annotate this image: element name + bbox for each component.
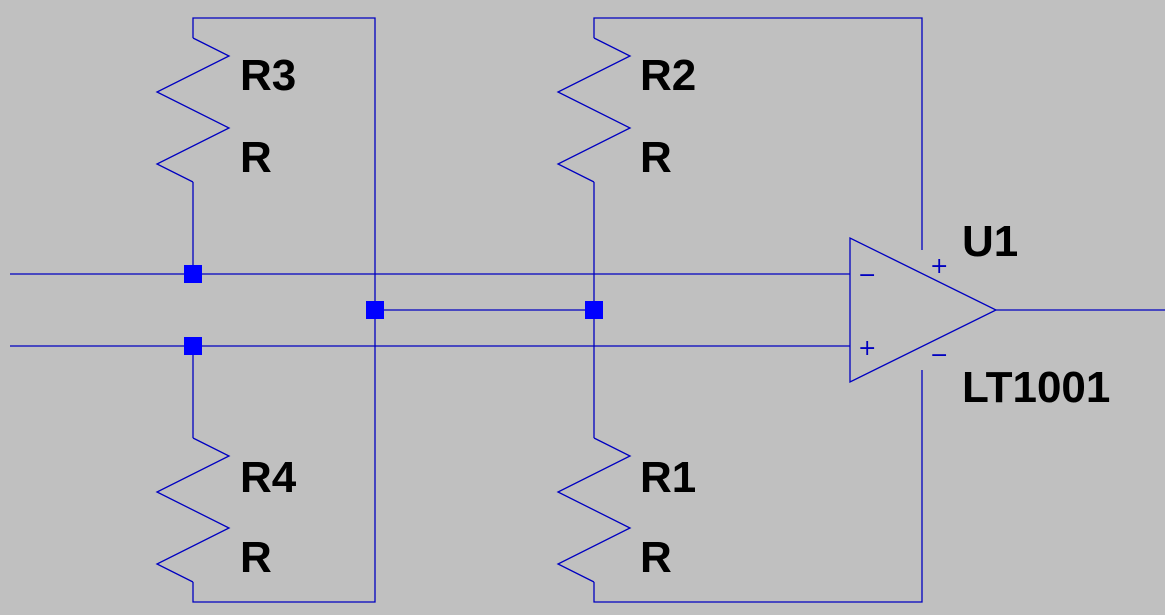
opamp-u1-triangle: [849, 236, 998, 384]
resistor-r4[interactable]: R4 R: [155, 437, 297, 583]
resistor-r3-value: R: [240, 133, 272, 182]
resistor-r2-ref: R2: [640, 51, 696, 100]
junction-right-common: [585, 301, 603, 319]
opamp-u1-supply-plus-mark: +: [930, 254, 948, 279]
opamp-u1-noninverting-mark: +: [858, 336, 876, 361]
opamp-u1[interactable]: − + + − U1 LT1001: [849, 217, 1110, 412]
resistor-r2[interactable]: R2 R: [556, 37, 696, 183]
resistor-r4-ref: R4: [240, 453, 297, 502]
opamp-u1-value: LT1001: [962, 363, 1110, 412]
junction-r4-noninverting: [184, 337, 202, 355]
resistor-r1-symbol: [556, 437, 632, 583]
junction-r3-inverting: [184, 265, 202, 283]
resistor-r3-symbol: [155, 37, 231, 183]
junction-left-common: [366, 301, 384, 319]
resistor-r2-value: R: [640, 133, 672, 182]
resistor-r4-value: R: [240, 533, 272, 582]
resistor-r1-value: R: [640, 533, 672, 582]
wire-r2-loop: [593, 17, 923, 250]
opamp-u1-inverting-mark: −: [858, 263, 876, 288]
resistor-r3-ref: R3: [240, 51, 296, 100]
junctions: [184, 265, 603, 355]
resistor-r4-symbol: [155, 437, 231, 583]
wire-r1-loop: [593, 370, 923, 603]
wire-r3-loop: [192, 17, 376, 603]
resistor-r1[interactable]: R1 R: [556, 437, 696, 583]
resistor-r1-ref: R1: [640, 453, 696, 502]
opamp-u1-ref: U1: [962, 217, 1018, 266]
opamp-u1-supply-minus-mark: −: [930, 343, 948, 368]
resistor-r3[interactable]: R3 R: [155, 37, 296, 183]
resistor-r2-symbol: [556, 37, 632, 183]
